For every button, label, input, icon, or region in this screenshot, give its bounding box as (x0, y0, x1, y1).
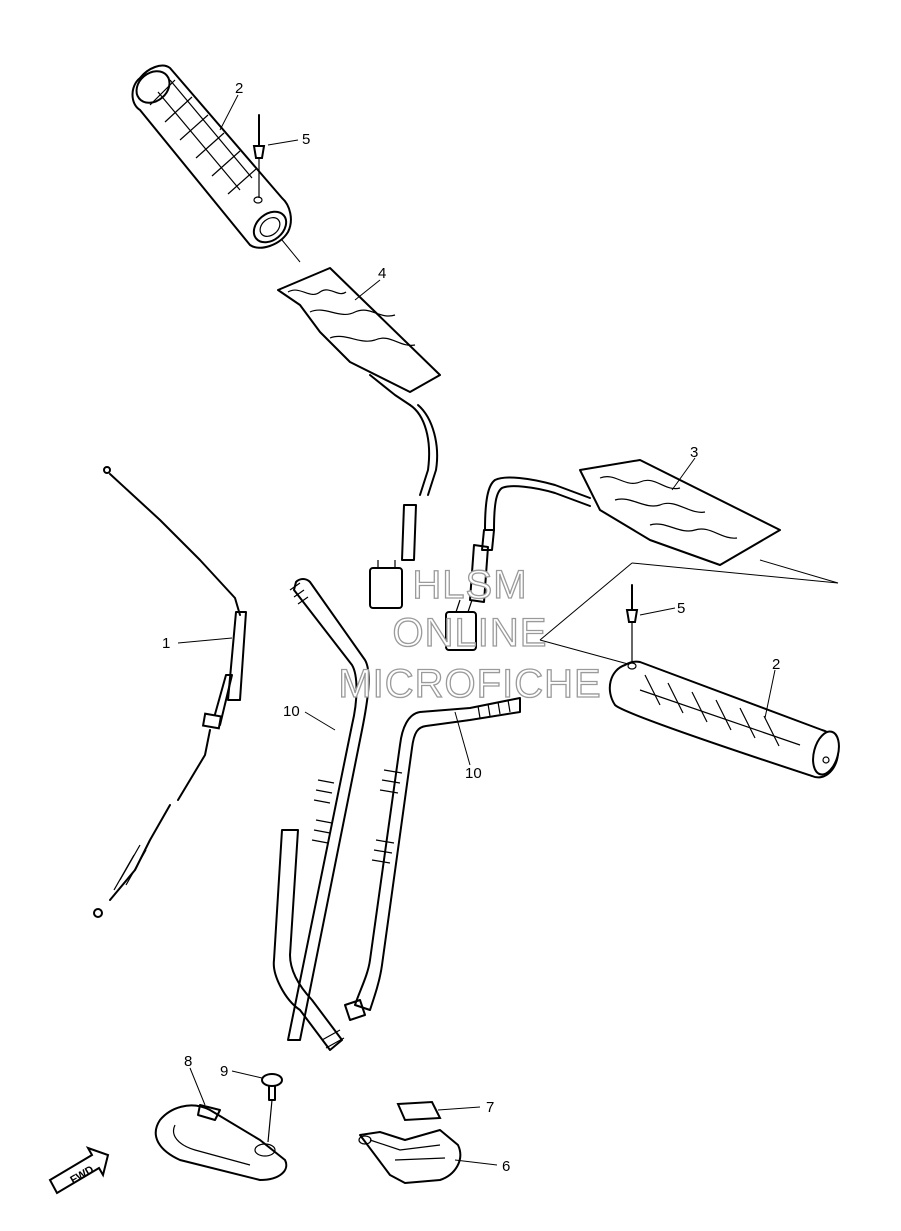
callout-5: 5 (677, 600, 685, 617)
callout-4: 4 (378, 265, 386, 282)
watermark-line-2: ONLINE (393, 611, 548, 655)
grip-left[interactable] (130, 64, 292, 249)
grip-right[interactable] (608, 660, 843, 779)
callout-1: 1 (162, 635, 170, 652)
throttle-cable[interactable] (93, 466, 247, 918)
handlebar-cover[interactable] (154, 1104, 288, 1181)
handlebar-right[interactable] (344, 697, 521, 1021)
fwd-arrow-icon: FWD (48, 1146, 110, 1195)
screw[interactable] (261, 1073, 283, 1143)
pad[interactable] (396, 1100, 442, 1122)
callout-10: 10 (283, 703, 300, 720)
callout-6: 6 (502, 1158, 510, 1175)
grip-heater-left[interactable] (277, 267, 441, 609)
callout-5: 5 (302, 131, 310, 148)
callout-7: 7 (486, 1099, 494, 1116)
callout-2: 2 (772, 656, 780, 673)
watermark: HLSM ONLINE MICROFICHE (338, 562, 602, 706)
callout-9: 9 (220, 1063, 228, 1080)
watermark-line-3: MICROFICHE (338, 662, 601, 706)
handlebar-left[interactable] (272, 578, 370, 1051)
watermark-line-1: HLSM (412, 563, 527, 607)
base[interactable] (358, 1129, 462, 1184)
callout-8: 8 (184, 1053, 192, 1070)
callout-3: 3 (690, 444, 698, 461)
callout-2: 2 (235, 80, 243, 97)
leader-lines (177, 94, 839, 1166)
callouts: 2 5 4 1 3 5 2 10 10 8 9 7 6 (162, 80, 780, 1175)
rivet-right[interactable] (625, 584, 639, 662)
rivet-left[interactable] (252, 114, 266, 198)
callout-10: 10 (465, 765, 482, 782)
grip-heater-right[interactable] (445, 459, 781, 651)
